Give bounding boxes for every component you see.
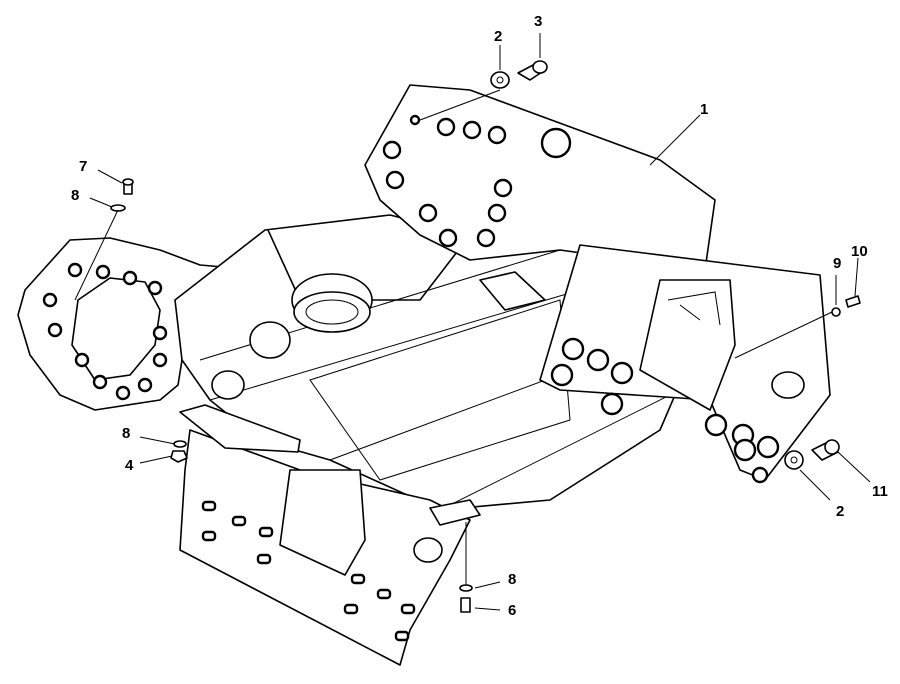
callout-8-upper: 8: [71, 187, 79, 204]
callout-8-left: 8: [122, 425, 130, 442]
bolt-icon: [517, 60, 548, 81]
washer-icon: [784, 450, 804, 470]
callout-3: 3: [534, 13, 542, 30]
lower-front-plate: [179, 429, 471, 666]
callout-10: 10: [851, 243, 868, 260]
callout-9: 9: [833, 255, 841, 272]
lower-plate-pegs: [201, 500, 416, 642]
swivel-ring: [211, 273, 373, 400]
callout-4: 4: [125, 457, 134, 474]
upper-plate-bolt-holes: [382, 114, 513, 248]
right-plate-holes: [550, 337, 780, 462]
callout-7: 7: [79, 158, 87, 175]
callout-6: 6: [508, 602, 516, 619]
screw-icon: [845, 295, 861, 308]
mounting-tabs: [179, 271, 546, 526]
leader-lines: [74, 33, 871, 611]
upper-mount-plate: [364, 84, 716, 271]
washer-icon: [490, 71, 510, 89]
callout-labels: 1 2 3 2 7 8 8 4 9 10 11 8 6: [71, 13, 888, 619]
bolt-icon: [811, 439, 840, 461]
screw-icon: [122, 178, 134, 195]
callout-11: 11: [872, 483, 888, 500]
screw-icon: [460, 597, 471, 613]
callout-1: 1: [700, 101, 708, 118]
left-end-plate: [17, 237, 241, 411]
washer-icon: [831, 307, 841, 317]
washer-icon: [173, 440, 187, 448]
callout-2-right: 2: [836, 503, 844, 520]
right-side-plate: [539, 244, 831, 484]
callout-2-top: 2: [494, 28, 502, 45]
washer-icon: [459, 584, 473, 592]
callout-8-bottom: 8: [508, 571, 516, 588]
nut-icon: [170, 450, 188, 463]
left-plate-bolt-holes: [42, 262, 168, 401]
